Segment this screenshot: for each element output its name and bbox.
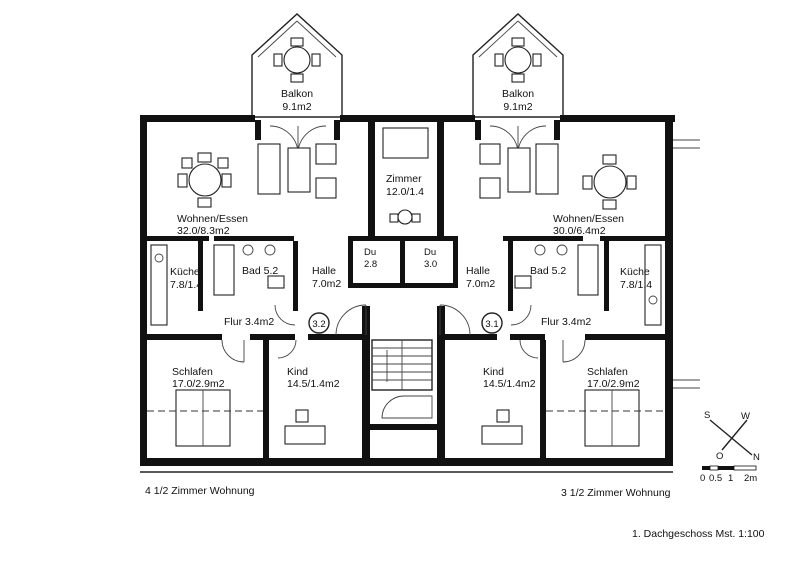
label-wohnen-right: Wohnen/Essen — [553, 213, 624, 225]
caption-right-unit: 3 1/2 Zimmer Wohnung — [561, 487, 671, 499]
area-halle-right: 7.0m2 — [466, 278, 495, 290]
unit-tag-right: 3.1 — [485, 319, 498, 330]
balcony-table-left — [273, 37, 321, 83]
label-wohnen-left: Wohnen/Essen — [177, 213, 248, 225]
label-flur-right: Flur 3.4m2 — [541, 316, 591, 328]
area-balkon-left: 9.1m2 — [282, 101, 311, 113]
caption-floor: 1. Dachgeschoss Mst. 1:100 — [632, 528, 765, 540]
label-schlafen-left: Schlafen — [172, 366, 213, 378]
scale-tick-1: 0.5 — [709, 473, 722, 484]
sofa-left — [257, 143, 337, 199]
label-du-left: Du — [364, 247, 376, 258]
area-halle-left: 7.0m2 — [312, 278, 341, 290]
scale-tick-2: 1 — [728, 473, 733, 484]
label-du-right: Du — [424, 247, 436, 258]
unit-tags: 3.2 3.1 — [308, 312, 503, 334]
bath-right — [514, 244, 599, 296]
bed-left — [175, 389, 231, 447]
compass-w: W — [741, 411, 750, 422]
label-balkon-right: Balkon — [502, 88, 534, 100]
compass-s: S — [704, 410, 710, 421]
label-zimmer: Zimmer — [386, 173, 422, 185]
label-halle-left: Halle — [312, 265, 336, 277]
label-halle-right: Halle — [466, 265, 490, 277]
label-bad-left: Bad 5.2 — [242, 265, 278, 277]
compass: S W O N — [704, 410, 760, 463]
zimmer-furniture — [382, 127, 429, 225]
bath-left — [213, 244, 285, 296]
scale-tick-3: 2m — [744, 473, 757, 484]
label-kueche-left: Küche — [170, 266, 200, 278]
kitchen-right — [644, 244, 662, 326]
kind-desk-right — [481, 409, 523, 445]
balcony-table-right — [494, 37, 542, 83]
kitchen-left — [150, 244, 168, 326]
area-schlafen-left: 17.0/2.9m2 — [172, 378, 225, 390]
balcony-right — [472, 13, 564, 118]
area-wohnen-right: 30.0/6.4m2 — [553, 225, 606, 237]
area-du-right: 3.0 — [424, 259, 437, 270]
label-flur-left: Flur 3.4m2 — [224, 316, 274, 328]
area-du-left: 2.8 — [364, 259, 377, 270]
label-balkon-left: Balkon — [281, 88, 313, 100]
area-kind-left: 14.5/1.4m2 — [287, 378, 340, 390]
area-balkon-right: 9.1m2 — [503, 101, 532, 113]
interior-walls — [147, 122, 665, 458]
area-kueche-right: 7.8/1.4 — [620, 279, 652, 291]
dining-table-right — [582, 154, 637, 210]
stair-core — [371, 339, 433, 419]
area-kueche-left: 7.8/1.4 — [170, 279, 202, 291]
label-kind-right: Kind — [483, 366, 504, 378]
area-zimmer: 12.0/1.4 — [386, 186, 424, 198]
area-kind-right: 14.5/1.4m2 — [483, 378, 536, 390]
balcony-left — [251, 13, 343, 118]
label-kueche-right: Küche — [620, 266, 650, 278]
furniture — [147, 127, 665, 447]
exterior-walls — [140, 115, 700, 473]
label-kind-left: Kind — [287, 366, 308, 378]
kind-desk-left — [284, 409, 326, 445]
dining-table-left — [177, 152, 232, 208]
unit-tag-right-circle — [481, 312, 503, 334]
sofa-right — [479, 143, 559, 199]
compass-n: N — [753, 452, 760, 463]
bed-right — [584, 389, 640, 447]
label-schlafen-right: Schlafen — [587, 366, 628, 378]
compass-o: O — [716, 451, 723, 462]
scale-bar: 0 0.5 1 2m — [700, 465, 757, 484]
room-labels: Balkon 9.1m2 Balkon 9.1m2 Wohnen/Essen 3… — [170, 88, 652, 390]
area-wohnen-left: 32.0/8.3m2 — [177, 225, 230, 237]
unit-tag-left-circle — [308, 312, 330, 334]
scale-tick-0: 0 — [700, 473, 705, 484]
caption-left-unit: 4 1/2 Zimmer Wohnung — [145, 485, 255, 497]
unit-tag-left: 3.2 — [312, 319, 325, 330]
label-bad-right: Bad 5.2 — [530, 265, 566, 277]
area-schlafen-right: 17.0/2.9m2 — [587, 378, 640, 390]
